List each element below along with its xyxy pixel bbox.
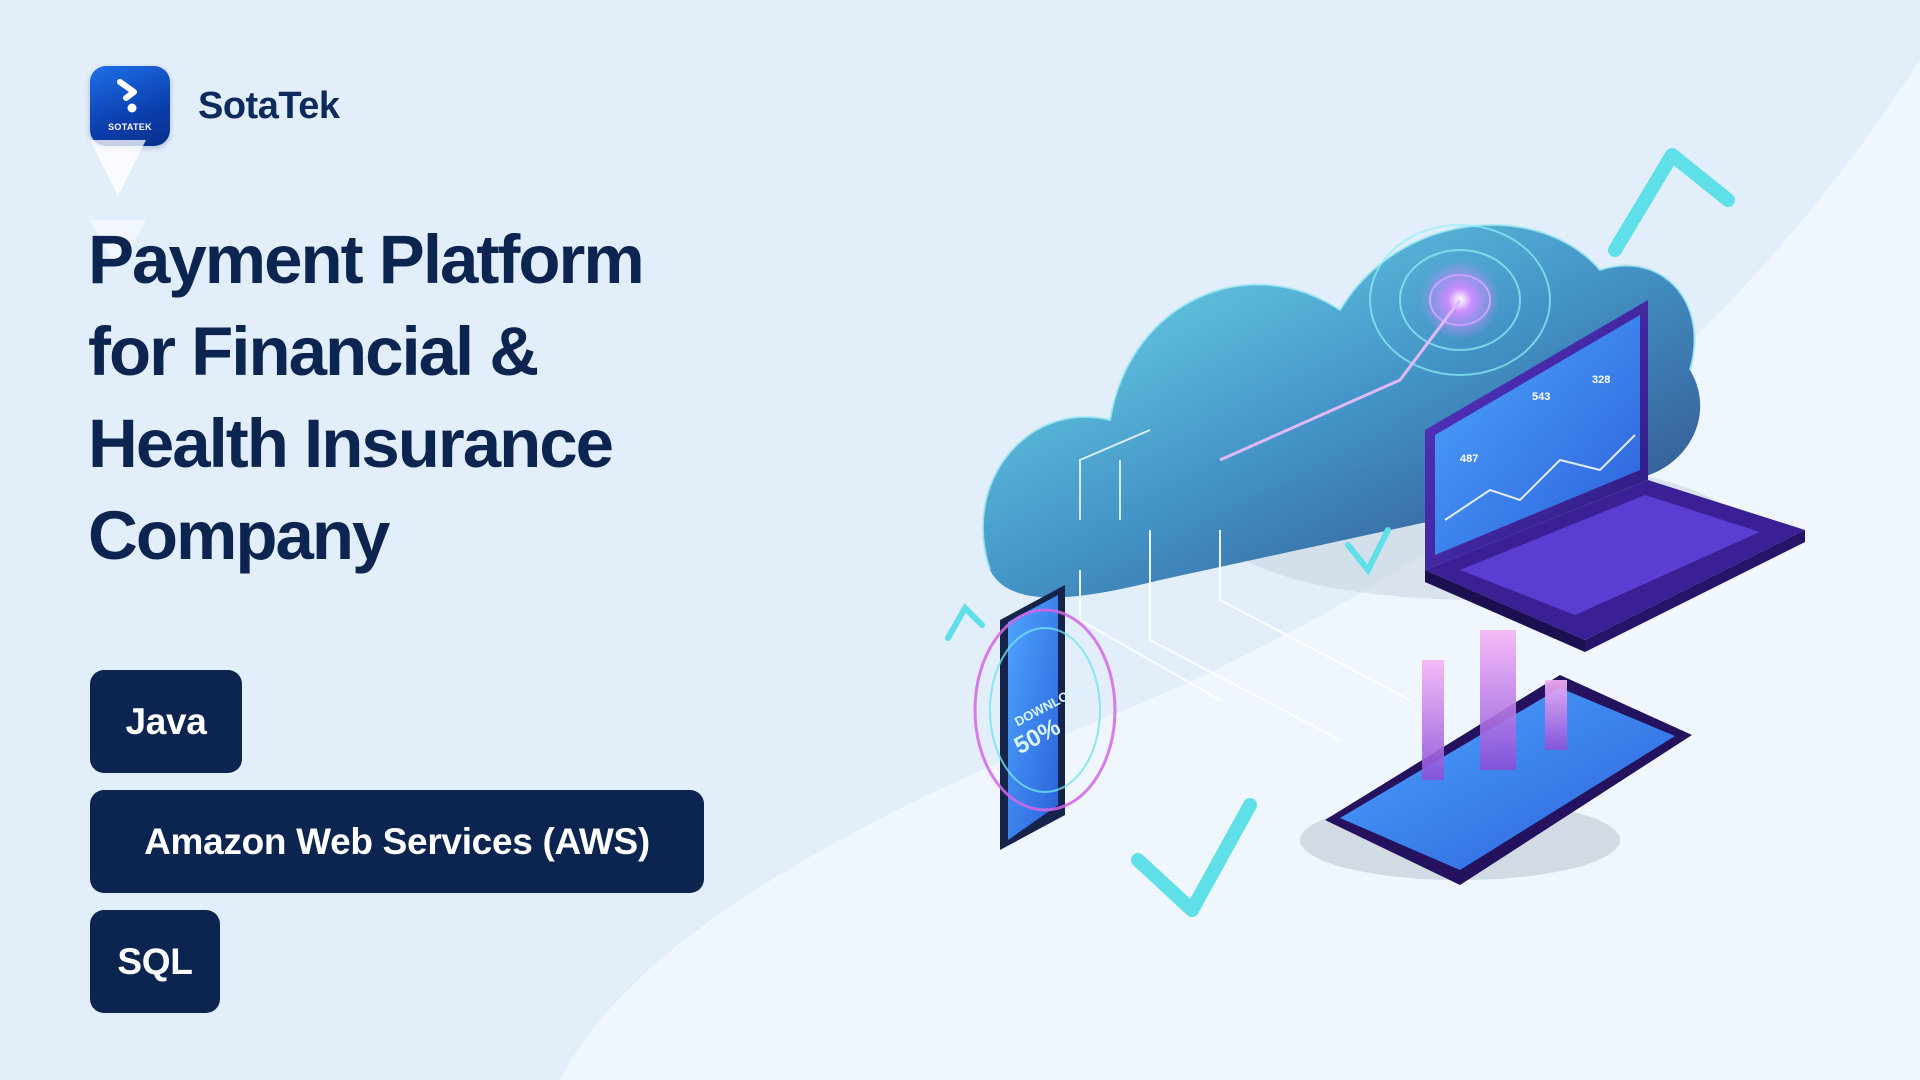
chart-label-1: 487 xyxy=(1460,453,1478,465)
arrow-down-small-icon xyxy=(1345,471,1391,576)
cloud-icon xyxy=(981,223,1701,598)
title-line-2: for Financial & xyxy=(88,313,539,390)
arrow-down-icon xyxy=(1131,703,1257,917)
logo-mark-icon xyxy=(117,79,137,113)
decorative-triangles xyxy=(90,140,146,270)
logo-text: SOTATEK xyxy=(108,122,152,132)
hero-illustration: 487 543 328 DOWNLOAD 50% xyxy=(945,148,1805,917)
brand-header: SOTATEK SotaTek xyxy=(90,66,340,146)
brand-name: SotaTek xyxy=(198,84,340,127)
title-line-3: Health Insurance xyxy=(88,405,614,482)
tablet-icon xyxy=(1325,630,1692,885)
title-line-1: Payment Platform xyxy=(88,221,645,298)
tag-sql: SQL xyxy=(90,910,220,1013)
sotatek-logo: SOTATEK xyxy=(90,66,170,146)
tag-aws: Amazon Web Services (AWS) xyxy=(90,790,704,893)
title-line-4: Company xyxy=(88,497,390,574)
page-title: Payment Platform for Financial & Health … xyxy=(88,214,728,582)
chart-label-2: 543 xyxy=(1532,391,1550,403)
tag-java: Java xyxy=(90,670,242,773)
laptop-icon: 487 543 328 xyxy=(1425,300,1805,652)
arrow-up-small-icon xyxy=(945,603,985,684)
arrow-up-icon xyxy=(1608,148,1735,357)
chart-label-3: 328 xyxy=(1592,374,1610,386)
smartphone-icon: DOWNLOAD 50% xyxy=(973,585,1117,850)
